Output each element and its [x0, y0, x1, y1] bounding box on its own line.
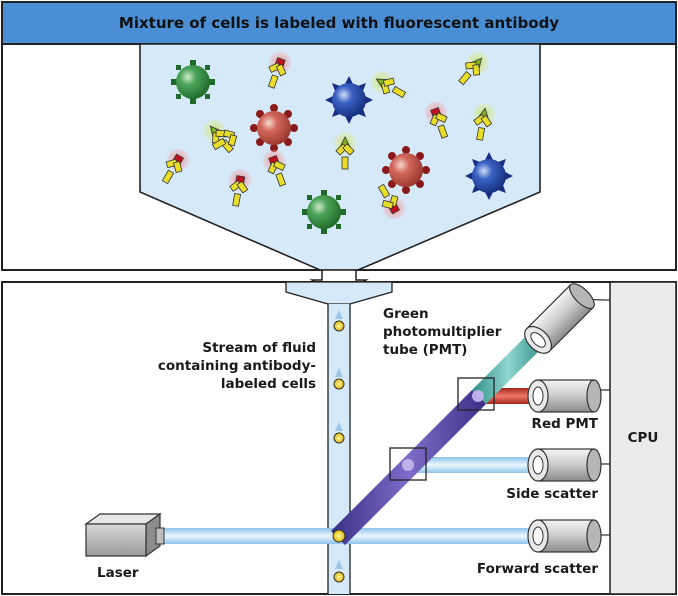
antibody-icon — [334, 132, 356, 170]
antibody-icon — [377, 183, 405, 220]
labeling-panel: Mixture of cells is labeled with fluores… — [1, 1, 677, 271]
stream-cell-icon — [333, 368, 345, 390]
stream-cell-icon — [333, 560, 345, 583]
blue-cell-icon — [465, 152, 513, 200]
side-scatter-pmt-icon — [527, 448, 602, 482]
svg-text:Green: Green — [383, 306, 429, 322]
antibody-icon — [370, 71, 407, 99]
svg-text:Stream of fluid: Stream of fluid — [202, 340, 316, 356]
side-scatter-mirror — [389, 447, 427, 481]
laser-label: Laser — [97, 565, 139, 581]
cpu-box — [609, 281, 677, 595]
light-beams — [162, 332, 544, 545]
stream-label: Stream of fluid containing antibody- lab… — [158, 340, 316, 392]
red-filter-mirror — [457, 377, 495, 411]
green-pmt-label: Green photomultiplier tube (PMT) — [383, 306, 502, 358]
side-scatter-label: Side scatter — [506, 486, 598, 502]
blue-cell-icon — [325, 76, 373, 124]
antibody-icon — [203, 119, 234, 154]
antibody-icon — [229, 169, 252, 207]
svg-text:tube (PMT): tube (PMT) — [383, 342, 467, 358]
antibody-icon — [211, 129, 238, 151]
header-bar — [1, 1, 677, 45]
detectors — [524, 283, 611, 553]
antibody-icon — [473, 103, 496, 141]
stream-cell-icon — [333, 310, 345, 332]
svg-text:labeled cells: labeled cells — [221, 376, 316, 392]
laser-box-icon — [84, 512, 165, 558]
green-cell-icon — [302, 190, 346, 234]
cpu-label: CPU — [628, 430, 659, 446]
svg-text:photomultiplier: photomultiplier — [383, 324, 502, 340]
svg-text:containing antibody-: containing antibody- — [158, 358, 316, 374]
green-cell-icon — [171, 60, 215, 104]
red-pmt-icon — [527, 379, 602, 413]
cell-mixture-funnel — [139, 43, 541, 271]
green-beam — [472, 332, 544, 404]
antibody-icon — [262, 149, 287, 187]
header-title: Mixture of cells is labeled with fluores… — [119, 14, 559, 32]
forward-scatter-pmt-icon — [527, 519, 602, 553]
fluid-stream — [328, 304, 350, 594]
green-pmt-icon — [524, 283, 595, 354]
cell-population — [171, 60, 513, 234]
antibody-icon — [161, 148, 189, 185]
red-pmt-label: Red PMT — [532, 416, 599, 432]
antibody-icon — [424, 101, 449, 139]
red-cell-icon — [382, 146, 430, 194]
antibody-icon — [267, 51, 292, 89]
red-cell-icon — [250, 104, 298, 152]
stream-cells — [332, 310, 346, 583]
stream-cell-icon — [332, 529, 346, 543]
antibody-icon — [458, 51, 489, 86]
side-scatter-beam — [408, 457, 530, 473]
forward-scatter-label: Forward scatter — [477, 561, 598, 577]
antibodies — [161, 51, 496, 220]
stream-cell-icon — [333, 422, 345, 444]
